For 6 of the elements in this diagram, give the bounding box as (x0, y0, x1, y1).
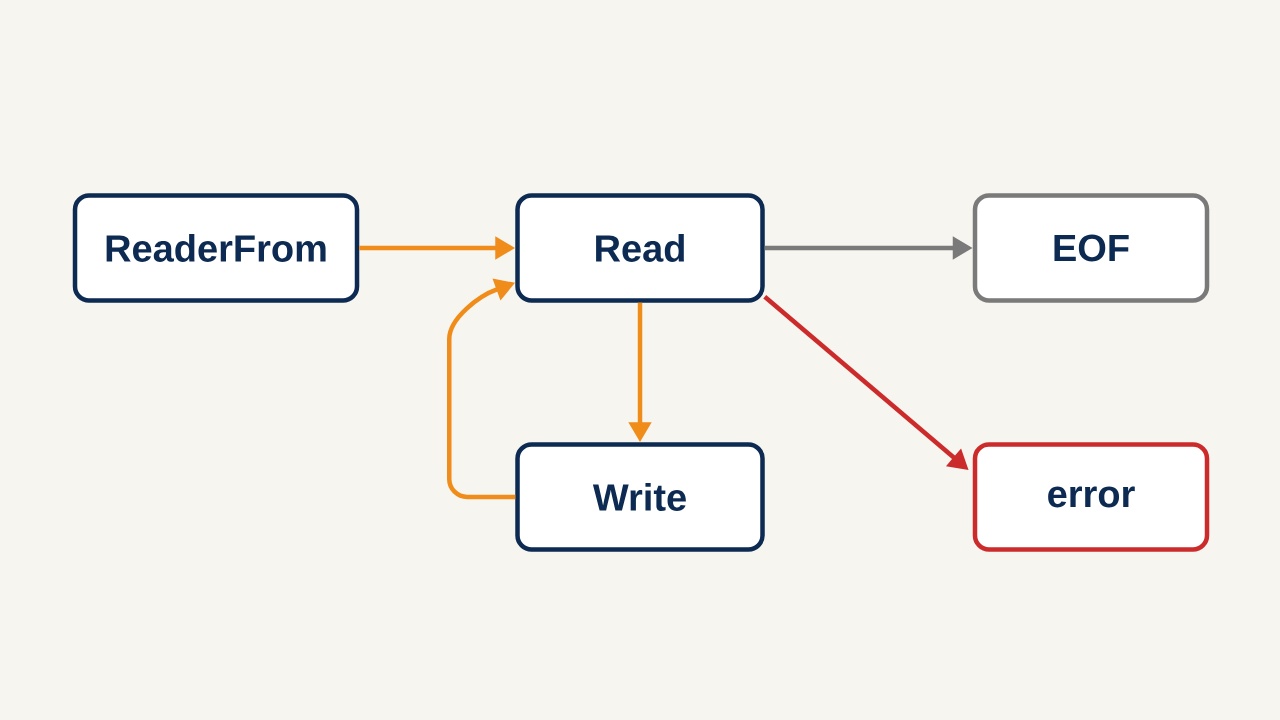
process-box: EOF (972, 193, 1210, 303)
process-box: error (972, 442, 1210, 552)
process-box: ReaderFrom (72, 193, 360, 303)
process-box: Read (515, 193, 765, 303)
process-box: Write (515, 442, 765, 552)
arrow (447, 278, 516, 500)
